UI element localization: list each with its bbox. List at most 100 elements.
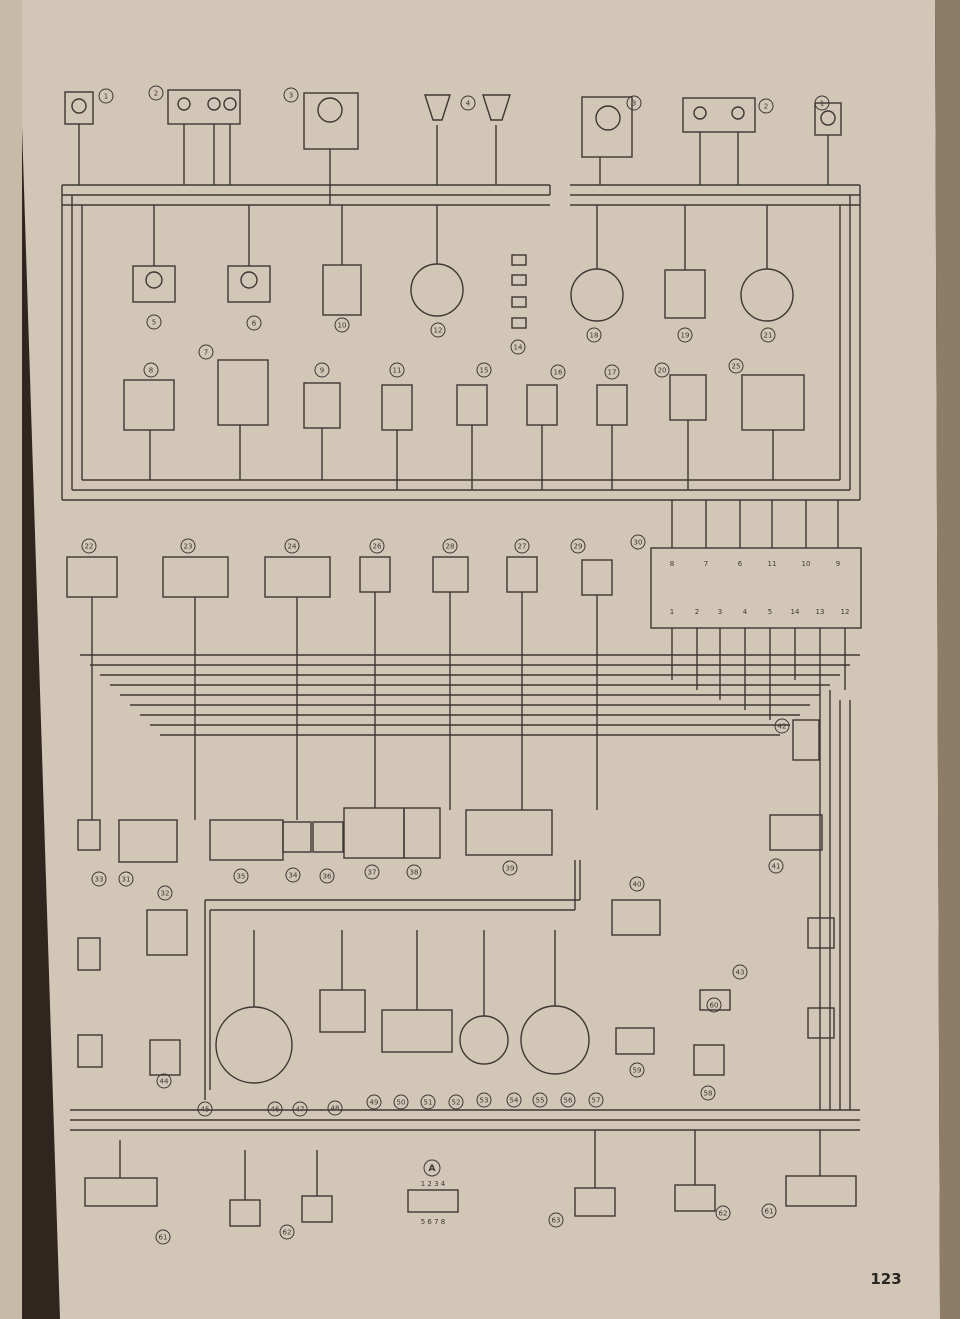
component-33	[77, 819, 101, 851]
component-42	[792, 719, 820, 761]
label-15: 15	[480, 367, 489, 375]
label-45: 45	[201, 1106, 210, 1114]
label-12: 12	[434, 327, 443, 335]
component-45	[149, 1039, 181, 1076]
label-32: 32	[161, 890, 170, 898]
component-7	[217, 359, 269, 426]
component-2-left	[167, 89, 241, 125]
fuse-block-30	[650, 547, 862, 629]
label-57: 57	[592, 1097, 601, 1105]
component-4-horn-b	[482, 94, 511, 121]
component-61-right-lamps	[785, 1175, 857, 1207]
component-34	[282, 821, 312, 853]
component-38	[403, 807, 441, 859]
label-36: 36	[323, 873, 332, 881]
label-54: 54	[510, 1097, 519, 1105]
label-42: 42	[778, 723, 787, 731]
connector-A-pins-top: 1 2 3 4	[421, 1180, 446, 1188]
component-40	[611, 899, 661, 936]
label-58: 58	[704, 1090, 713, 1098]
component-3-right	[581, 96, 633, 158]
label-34: 34	[289, 872, 298, 880]
label-20: 20	[658, 367, 667, 375]
label-27: 27	[518, 543, 527, 551]
label-1-right: 1	[820, 100, 824, 108]
label-41: 41	[772, 863, 781, 871]
component-62-switch	[807, 1007, 835, 1039]
label-22: 22	[85, 543, 94, 551]
label-48: 48	[331, 1105, 340, 1113]
label-3-left: 3	[289, 92, 293, 100]
label-16: 16	[554, 369, 563, 377]
label-19: 19	[681, 332, 690, 340]
fuse-bottom-5: 5	[768, 608, 772, 616]
label-49: 49	[370, 1099, 379, 1107]
label-59: 59	[633, 1067, 642, 1075]
label-5: 5	[152, 319, 156, 327]
fuse-bottom-7: 13	[816, 608, 825, 616]
label-1-left: 1	[104, 93, 108, 101]
label-21: 21	[764, 332, 773, 340]
fuse-top-1: 8	[670, 560, 674, 568]
label-55: 55	[536, 1097, 545, 1105]
fuse-bottom-6: 14	[791, 608, 800, 616]
fuse-bottom-3: 3	[718, 608, 722, 616]
label-38: 38	[410, 869, 419, 877]
label-50: 50	[397, 1099, 406, 1107]
page-number: 123	[870, 1270, 901, 1288]
fuse-top-5: 10	[802, 560, 811, 568]
component-59	[615, 1027, 655, 1055]
label-6: 6	[252, 320, 257, 328]
label-29: 29	[574, 543, 583, 551]
label-25: 25	[732, 363, 741, 371]
label-11: 11	[393, 367, 402, 375]
label-8: 8	[149, 367, 153, 375]
component-61-switch	[807, 917, 835, 949]
label-35: 35	[237, 873, 246, 881]
component-39	[465, 809, 553, 856]
component-8	[123, 379, 175, 431]
top-harness-bus	[61, 184, 861, 501]
page-paper	[18, 0, 940, 1319]
label-46: 46	[271, 1106, 280, 1114]
label-3-right: 3	[632, 100, 636, 108]
label-24: 24	[288, 543, 297, 551]
label-26: 26	[373, 543, 382, 551]
connector-A	[407, 1189, 459, 1213]
label-23: 23	[184, 543, 193, 551]
fuse-top-2: 7	[704, 560, 708, 568]
label-30: 30	[634, 539, 643, 547]
fuse-top-6: 9	[836, 560, 840, 568]
component-31	[118, 819, 178, 863]
lower-harness-bus	[70, 860, 860, 1131]
label-18: 18	[590, 332, 599, 340]
label-9: 9	[320, 367, 324, 375]
connector-A-pins-bottom: 5 6 7 8	[421, 1218, 446, 1226]
label-40: 40	[633, 881, 642, 889]
label-39: 39	[506, 865, 515, 873]
label-62-left: 62	[283, 1229, 292, 1237]
component-60	[699, 989, 731, 1011]
label-62-right: 62	[719, 1210, 728, 1218]
component-58	[693, 1044, 725, 1076]
component-41	[769, 814, 823, 851]
label-31: 31	[122, 876, 131, 884]
label-43: 43	[736, 969, 745, 977]
component-44	[77, 1034, 103, 1068]
label-4: 4	[466, 100, 471, 108]
label-14: 14	[514, 344, 523, 352]
label-52: 52	[452, 1099, 461, 1107]
label-33: 33	[95, 876, 104, 884]
label-53: 53	[480, 1097, 489, 1105]
label-44: 44	[160, 1078, 169, 1086]
fuse-bottom-8: 12	[841, 608, 850, 616]
label-51: 51	[424, 1099, 433, 1107]
label-17: 17	[608, 369, 617, 377]
label-60: 60	[710, 1002, 719, 1010]
component-32	[146, 909, 188, 956]
component-36	[312, 821, 344, 853]
label-56: 56	[564, 1097, 573, 1105]
fuse-bottom-2: 2	[695, 608, 699, 616]
fuse-top-4: 11	[768, 560, 777, 568]
